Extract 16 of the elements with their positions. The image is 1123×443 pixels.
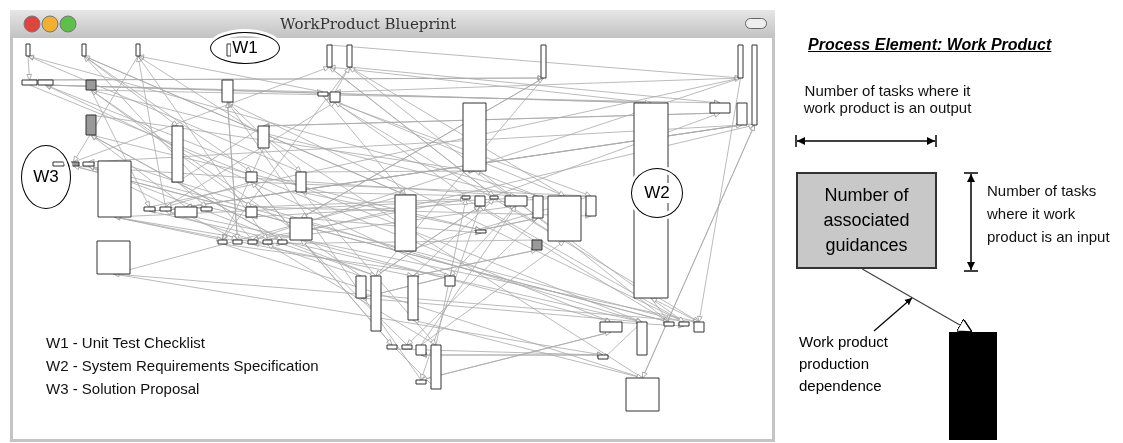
dimension-label: Number of tasks where it work product is an input (987, 181, 1111, 247)
dimension-label: Number of tasks where it work product is an output (802, 82, 973, 116)
dependency-arrow (861, 268, 973, 333)
work-product-box (949, 332, 997, 440)
highlight-ellipse: W2 (631, 168, 683, 218)
window-title: WorkProduct Blueprint (280, 15, 457, 33)
leader-line (873, 297, 913, 332)
panel-title: Process Element: Work Product (808, 36, 1052, 54)
work-product-box: Number of associated guidances (796, 172, 937, 269)
legend-text: W3 - Solution Proposal (46, 380, 201, 397)
highlight-ellipse: W3 (21, 145, 71, 209)
app-window (10, 10, 775, 442)
highlight-ellipse: W1 (210, 32, 280, 64)
legend-text: W2 - System Requirements Specification (46, 357, 320, 374)
annotation-text: Work product production dependence (799, 331, 924, 401)
legend-text: W1 - Unit Test Checklist (46, 334, 206, 351)
